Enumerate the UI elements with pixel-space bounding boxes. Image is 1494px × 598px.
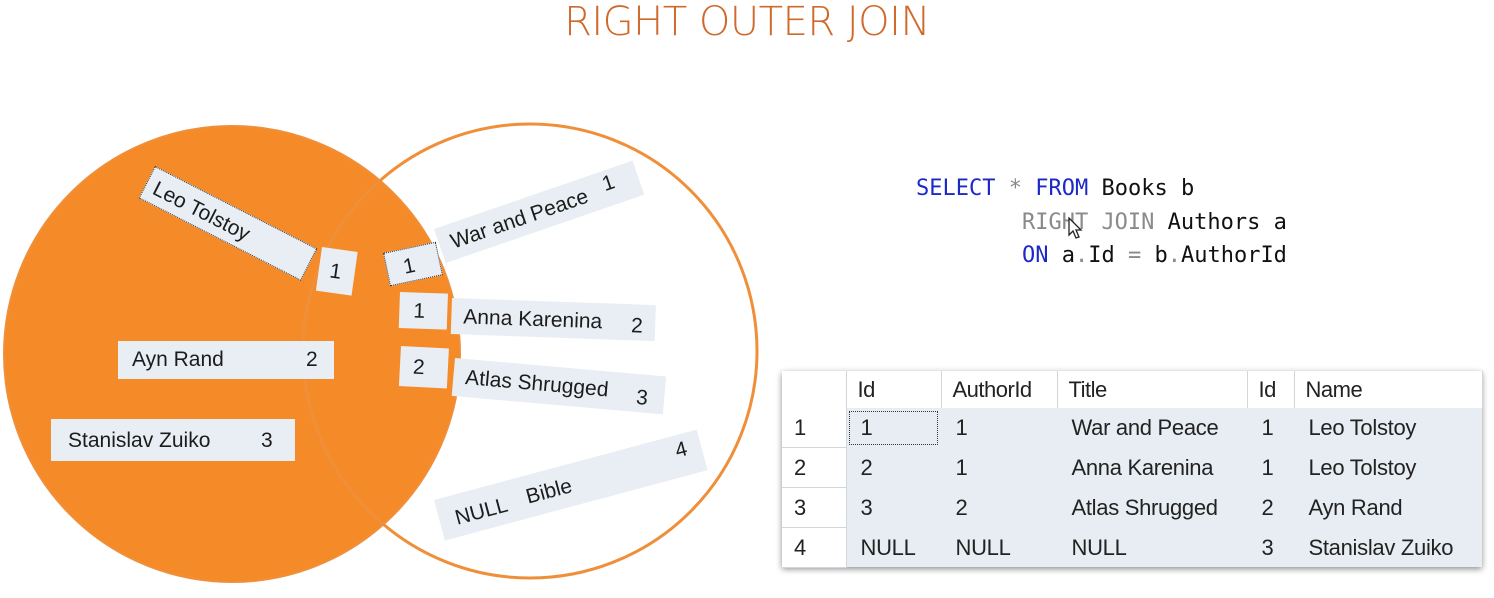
table-cell[interactable]: War and Peace [1071, 414, 1219, 440]
book-id: 3 [635, 385, 649, 410]
left-alias: a [1061, 243, 1075, 268]
table-row: 1 1 1 War and Peace 1 Leo Tolstoy [782, 408, 1482, 448]
column-header-id[interactable]: Id [846, 371, 942, 408]
column-header-name[interactable]: Name [1294, 371, 1483, 408]
right-alias: b [1154, 243, 1168, 268]
table-cell[interactable]: NULL [860, 534, 916, 560]
sql-line-3: ON a.Id = b.AuthorId [1021, 243, 1287, 268]
join-keyword: RIGHT JOIN [1021, 209, 1155, 235]
row-number[interactable]: 2 [782, 447, 847, 488]
table-cell[interactable]: NULL [1071, 534, 1127, 560]
table-row: 4 NULL NULL NULL 3 Stanislav Zuiko [782, 527, 1482, 568]
table-cell[interactable]: 1 [1261, 414, 1274, 440]
author-strip-stanislav-zuiko: Stanislav Zuiko 3 [51, 419, 295, 461]
book-author-id: 1 [401, 253, 418, 279]
sql-line-2: RIGHT JOIN Authors a [916, 206, 1287, 240]
row-number[interactable]: 1 [782, 408, 847, 448]
results-grid[interactable]: Id AuthorId Title Id Name 1 1 1 War and … [782, 371, 1483, 568]
table-cell[interactable]: NULL [955, 534, 1011, 560]
equals-token: = [1127, 243, 1142, 268]
sql-line-1: SELECT * FROM Books b [916, 172, 1287, 206]
table-cell[interactable]: Leo Tolstoy [1308, 414, 1417, 440]
results-table: Id AuthorId Title Id Name 1 1 1 War and … [782, 371, 1483, 568]
from-keyword: FROM [1035, 176, 1089, 201]
books-table-ref: Books b [1101, 176, 1195, 201]
author-name: Stanislav Zuiko [68, 429, 211, 452]
table-cell[interactable]: 1 [1261, 454, 1274, 480]
books-circle-fill [303, 126, 460, 578]
column-header-title[interactable]: Title [1057, 371, 1248, 408]
slide-title: RIGHT OUTER JOIN [564, 0, 930, 45]
text-cursor-icon [1068, 217, 1083, 239]
author-name: Ayn Rand [132, 348, 224, 371]
book-id: 4 [672, 437, 690, 463]
book-title: Bible [523, 474, 575, 509]
table-cell[interactable]: Anna Karenina [1071, 454, 1214, 480]
book-id: 2 [630, 314, 644, 338]
table-cell[interactable]: 1 [955, 454, 968, 480]
book-author-id: NULL [452, 493, 511, 530]
table-cell[interactable]: 1 [955, 414, 968, 440]
table-cell[interactable]: Atlas Shrugged [1071, 494, 1219, 520]
author-id-strip-1: 1 [315, 247, 358, 296]
table-cell[interactable]: 3 [860, 494, 873, 520]
table-row: 2 2 1 Anna Karenina 1 Leo Tolstoy [782, 447, 1482, 488]
column-header-rownum [782, 371, 847, 408]
table-row: 3 3 2 Atlas Shrugged 2 Ayn Rand [782, 487, 1482, 528]
row-number[interactable]: 3 [782, 487, 847, 528]
book-author-id: 1 [412, 299, 426, 323]
header-row: Id AuthorId Title Id Name [782, 371, 1483, 408]
sql-query: SELECT * FROM Books b RIGHT JOIN Authors… [916, 172, 1287, 273]
table-cell[interactable]: 2 [955, 494, 968, 520]
book-author-id: 2 [412, 355, 426, 380]
table-cell[interactable]: 2 [1261, 494, 1274, 520]
select-keyword: SELECT [916, 176, 996, 201]
author-id: 3 [261, 429, 273, 452]
table-cell[interactable]: Stanislav Zuiko [1308, 534, 1454, 560]
table-cell[interactable]: 3 [1261, 534, 1274, 560]
authors-circle-outline [3, 125, 461, 583]
author-id: 2 [306, 348, 318, 371]
column-header-id-2[interactable]: Id [1247, 371, 1295, 408]
table-cell[interactable]: Leo Tolstoy [1308, 454, 1417, 480]
book-authorid-strip-3: 2 [398, 346, 449, 389]
venn-diagram [3, 122, 759, 583]
author-id: 1 [328, 259, 343, 284]
column-header-authorid[interactable]: AuthorId [941, 371, 1058, 408]
left-column: Id [1088, 243, 1115, 268]
row-number[interactable]: 4 [782, 527, 847, 568]
book-id: 1 [599, 170, 618, 196]
author-strip-ayn-rand: Ayn Rand 2 [118, 341, 334, 379]
book-title: Anna Karenina [462, 305, 603, 334]
book-authorid-strip-2: 1 [398, 292, 448, 330]
table-cell[interactable]: Ayn Rand [1308, 494, 1403, 520]
book-strip-anna-karenina: Anna Karenina 2 [450, 298, 656, 342]
authors-table-ref: Authors a [1167, 209, 1287, 235]
table-cell[interactable]: 1 [846, 408, 941, 448]
on-keyword: ON [1021, 243, 1049, 268]
book-title: Atlas Shrugged [464, 366, 610, 402]
right-column: AuthorId [1180, 243, 1287, 268]
star-token: * [1008, 176, 1022, 201]
table-cell[interactable]: 2 [860, 454, 873, 480]
